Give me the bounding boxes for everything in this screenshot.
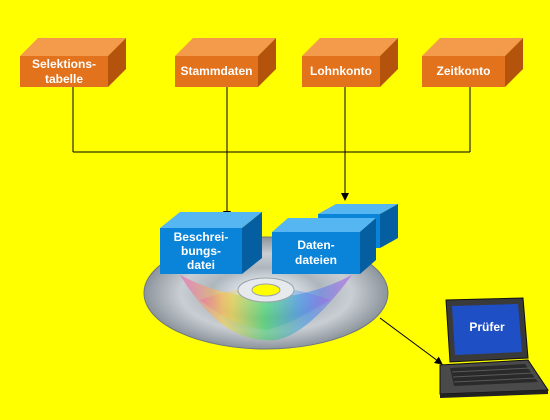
laptop-screen-label: Prüfer [469, 320, 505, 334]
label-selection-table: Selektions- tabelle [31, 57, 97, 86]
label-data-files: Daten- dateien [294, 238, 337, 267]
box-selection-table [20, 38, 126, 87]
arrow-disc-to-laptop [379, 317, 443, 365]
box-time-account [422, 38, 523, 87]
label-time-account: Zeitkonto [436, 64, 491, 78]
box-data-files [272, 218, 376, 274]
label-master-data: Stammdaten [180, 64, 253, 78]
label-payroll-account: Lohnkonto [310, 64, 372, 78]
connector-lines [72, 87, 471, 219]
box-master-data [175, 38, 276, 87]
box-description-file [160, 212, 262, 274]
label-description-file: Beschrei- bungs- datei [173, 230, 229, 272]
laptop-icon [439, 297, 549, 398]
box-payroll-account [302, 38, 398, 87]
